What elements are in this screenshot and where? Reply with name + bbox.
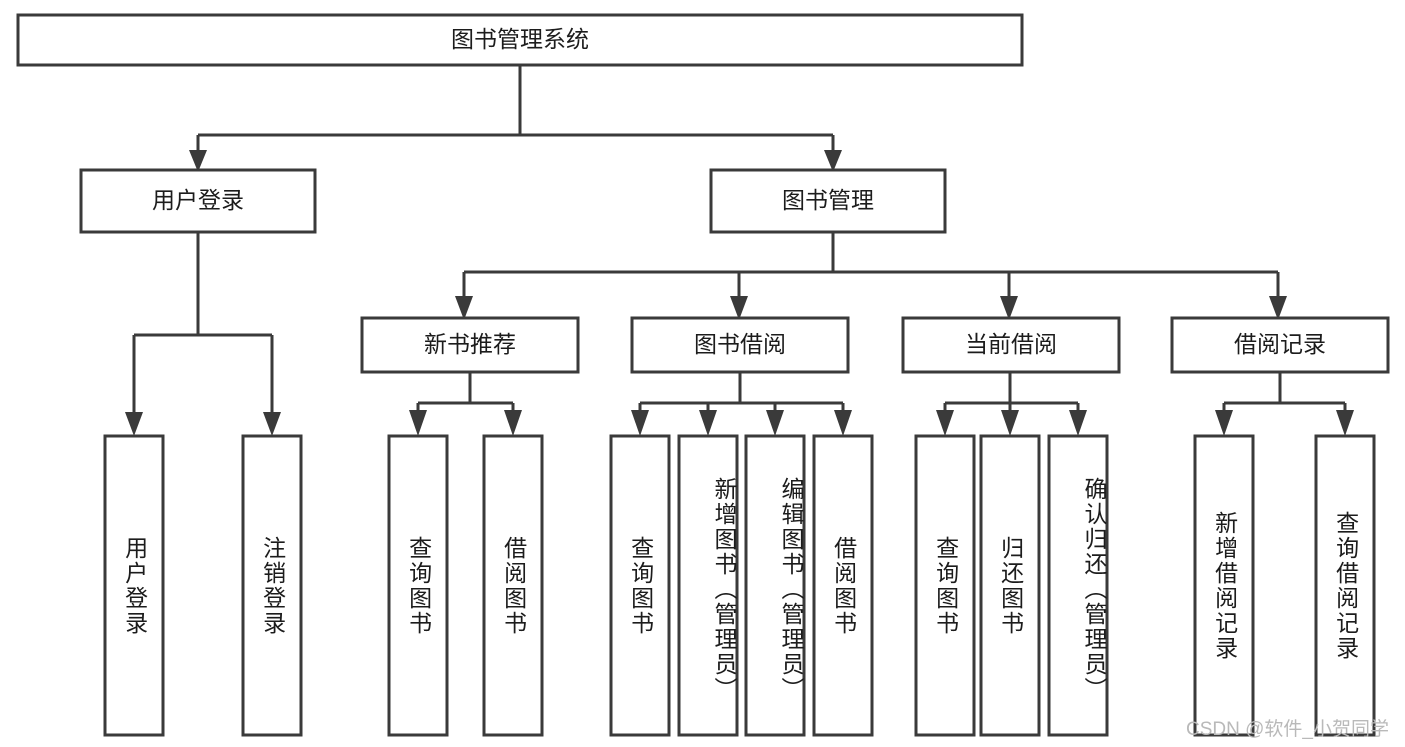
arrowhead-current-borrow	[1000, 296, 1018, 320]
leaf-edit-book-box[interactable]	[744, 434, 806, 737]
leaf-return-book-box[interactable]	[979, 434, 1041, 737]
leaf-borrow-book-2-box[interactable]	[812, 434, 874, 737]
arrowhead-user-login	[189, 150, 207, 172]
node-borrow-record[interactable]: 借阅记录	[1170, 316, 1390, 374]
arrowhead-leaf-user-login	[125, 412, 143, 436]
arrowhead-leaf-borrow-book-2	[834, 410, 852, 436]
node-book-borrow[interactable]: 图书借阅	[630, 316, 850, 374]
connector-group-new-book-recommend	[409, 372, 522, 436]
node-borrow-record-box[interactable]	[1170, 316, 1390, 374]
csdn-watermark: CSDN @软件_小贺同学	[1186, 719, 1389, 740]
connector-group-borrow-record	[1215, 372, 1354, 436]
node-root-label: 图书管理系统	[451, 26, 589, 52]
arrowhead-borrow-record	[1269, 296, 1287, 320]
leaf-logout-login-box[interactable]	[241, 434, 303, 737]
arrowhead-leaf-borrow-book-1	[504, 410, 522, 436]
leaf-query-book-1-box[interactable]	[387, 434, 449, 737]
node-current-borrow-box[interactable]	[901, 316, 1121, 374]
arrowhead-leaf-add-book	[699, 410, 717, 436]
connector-group-current-borrow	[936, 372, 1087, 436]
leaf-confirm-return-box[interactable]	[1047, 434, 1109, 737]
node-book-borrow-label: 图书借阅	[694, 331, 786, 357]
node-root[interactable]: 图书管理系统	[16, 13, 1024, 67]
arrowhead-leaf-query-book-2	[631, 410, 649, 436]
arrowhead-leaf-query-book-1	[409, 410, 427, 436]
leaf-user-login-box[interactable]	[103, 434, 165, 737]
arrowhead-leaf-add-record	[1215, 410, 1233, 436]
leaf-query-book-3-box[interactable]	[914, 434, 976, 737]
arrowhead-leaf-query-record	[1336, 410, 1354, 436]
leaf-add-book-box[interactable]	[677, 434, 739, 737]
node-book-manage[interactable]: 图书管理	[709, 168, 947, 234]
arrowhead-leaf-confirm-return	[1069, 410, 1087, 436]
node-current-borrow[interactable]: 当前借阅	[901, 316, 1121, 374]
node-book-manage-box[interactable]	[709, 168, 947, 234]
node-user-login-box[interactable]	[79, 168, 317, 234]
node-borrow-record-label: 借阅记录	[1234, 331, 1326, 357]
arrowhead-book-manage	[824, 150, 842, 172]
leaf-add-record-box[interactable]	[1193, 434, 1255, 737]
connector-group-user-login	[125, 232, 281, 436]
node-book-manage-label: 图书管理	[782, 187, 874, 213]
arrowhead-book-borrow	[730, 296, 748, 320]
arrowhead-leaf-query-book-3	[936, 410, 954, 436]
connector-group-root	[189, 65, 842, 172]
leaf-query-record-box[interactable]	[1314, 434, 1376, 737]
arrowhead-new-book-recommend	[455, 296, 473, 320]
connector-group-book-borrow	[631, 372, 852, 436]
leaf-query-book-2-box[interactable]	[609, 434, 671, 737]
connector-group-book-manage	[455, 232, 1287, 320]
node-new-book-recommend[interactable]: 新书推荐	[360, 316, 580, 374]
node-current-borrow-label: 当前借阅	[965, 331, 1057, 357]
arrowhead-leaf-return-book	[1001, 410, 1019, 436]
leaf-boxes	[103, 434, 1376, 737]
arrowhead-leaf-logout-login	[263, 412, 281, 436]
leaf-borrow-book-1-box[interactable]	[482, 434, 544, 737]
node-root-box[interactable]	[16, 13, 1024, 67]
arrowhead-leaf-edit-book	[766, 410, 784, 436]
node-user-login[interactable]: 用户登录	[79, 168, 317, 234]
node-new-book-recommend-label: 新书推荐	[424, 331, 516, 357]
node-new-book-recommend-box[interactable]	[360, 316, 580, 374]
node-book-borrow-box[interactable]	[630, 316, 850, 374]
node-user-login-label: 用户登录	[152, 187, 244, 213]
